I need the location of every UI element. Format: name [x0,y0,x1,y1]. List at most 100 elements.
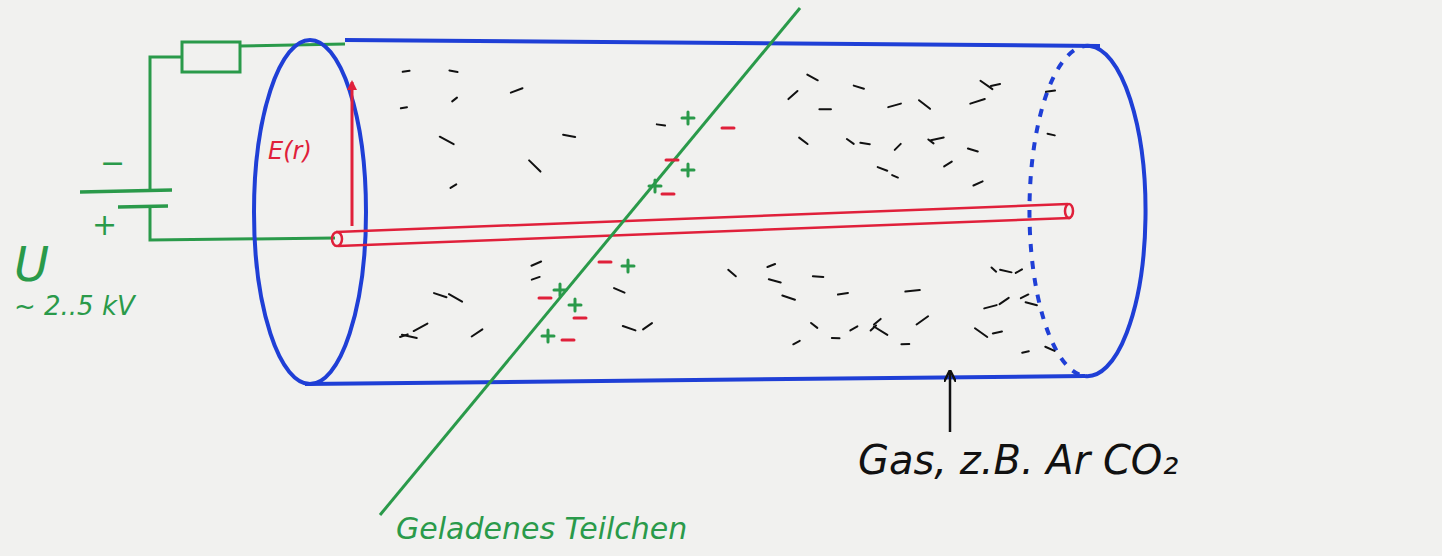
gas-molecule [657,124,665,125]
voltage-symbol: U [14,238,49,291]
gas-molecule [449,294,462,301]
gas-molecule [401,107,407,108]
gas-molecule [793,341,799,344]
battery-plate [118,206,168,207]
gas-molecule [901,343,909,345]
gas-molecule [1021,294,1028,298]
gas-molecule [991,84,1000,86]
gas-molecule [728,270,736,276]
gas-molecule [973,181,982,185]
gas-molecule [472,329,483,336]
gas-molecule [1016,269,1022,273]
gas-molecule [888,104,901,108]
gas-molecule [788,91,797,99]
gas-molecule [819,108,831,110]
gas-molecules [400,70,1055,352]
ion-charge [682,112,694,124]
ion-charge [722,127,734,130]
circuit-wires [80,42,345,240]
field-label: E(r) [268,138,312,164]
gas-molecule [769,279,781,282]
gas-molecule [563,135,575,137]
gas-molecule [1000,270,1011,273]
gas-molecule [532,277,540,280]
particle-track [380,8,800,515]
gas-molecule [1000,298,1009,304]
gas-molecule [992,267,997,271]
gas-molecule [811,323,817,328]
voltage-value: ~ 2..5 kV [14,292,135,321]
gas-molecule [807,75,817,81]
ion-charge [569,299,581,311]
gas-molecule [895,144,901,150]
gas-molecule [838,293,848,295]
gas-molecule [832,337,840,339]
gas-molecule [402,335,417,338]
ion-charge [562,339,574,342]
gas-pointer [949,372,952,432]
gas-molecule [403,70,410,73]
anode-wire [332,204,1073,246]
battery-plate [80,190,172,192]
ion-charge [539,297,551,300]
gas-molecule [782,295,795,299]
gas-molecule [813,275,823,278]
gas-molecule [917,316,929,324]
gas-molecule [1026,302,1037,305]
gas-molecule [850,326,857,330]
ion-charge [574,317,586,320]
ion-charge [554,284,566,296]
gas-molecule [643,323,652,329]
gas-molecule [623,326,636,330]
gas-molecule [847,139,854,144]
gas-molecule [1048,134,1055,136]
gas-molecule [931,138,944,141]
gas-molecule [854,86,864,89]
gas-molecule [919,100,930,109]
gas-molecule [944,162,952,167]
gas-molecule [767,264,775,267]
gas-molecule [531,262,541,266]
gas-molecule [970,99,984,104]
gas-molecule [1045,347,1054,351]
ion-charge [542,330,554,342]
gas-molecule [451,184,457,188]
gas-molecule [449,70,457,72]
gas-molecule [1022,351,1029,353]
gas-molecule [968,148,978,151]
ion-charge [666,159,678,162]
particle-label: Geladenes Teilchen [396,512,687,545]
polarity-sign: + [92,208,117,241]
gas-molecule [799,138,807,144]
ion-charge [622,260,634,272]
gas-molecule [984,305,996,308]
polarity-sign: − [100,146,125,179]
ion-charge [649,180,661,192]
gas-molecule [928,139,933,143]
gas-molecule [874,319,881,325]
gas-molecule [434,293,446,297]
gas-molecule [440,137,454,144]
gas-label: Gas, z.B. Ar CO₂ [858,438,1178,482]
ion-pairs [539,112,734,342]
gas-molecule [993,332,1002,334]
gas-molecule [1046,91,1055,92]
gas-molecule [860,143,869,144]
resistor-symbol [182,42,240,72]
ion-charge [599,261,611,264]
gas-molecule [975,328,987,337]
cathode-cylinder [254,40,1146,384]
gas-molecule [874,327,888,335]
gas-molecule [452,98,457,102]
gas-molecule [878,167,888,171]
gas-molecule [511,88,523,92]
field-arrow [351,82,354,226]
gas-molecule [414,324,428,332]
gas-molecule [529,160,540,171]
gas-molecule [892,175,898,177]
ion-charge [682,164,694,176]
gas-molecule [905,290,919,291]
gas-molecule [614,288,624,293]
ion-charge [662,193,674,196]
